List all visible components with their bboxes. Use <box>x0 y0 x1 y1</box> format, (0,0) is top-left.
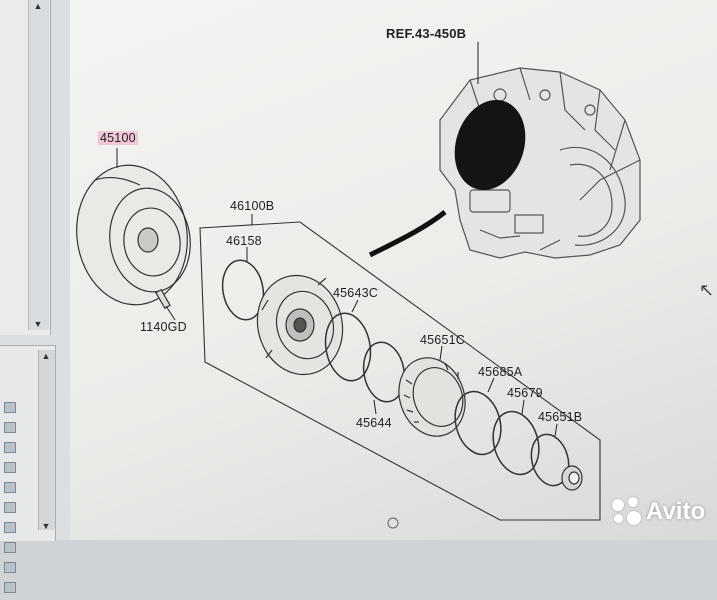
part-label-46158[interactable]: 46158 <box>226 234 262 248</box>
bell-housing-opening <box>454 100 526 190</box>
thumbnail-icon[interactable] <box>4 522 16 533</box>
seal-ring-45644 <box>362 341 406 403</box>
clutch-drum-drawing <box>398 357 466 437</box>
oil-pump-drawing <box>256 274 344 376</box>
vertical-scrollbar-top[interactable] <box>28 0 49 330</box>
ring-45679 <box>492 410 540 476</box>
thumbnail-icon[interactable] <box>4 482 16 493</box>
mouse-cursor-icon: ↖ <box>699 280 715 300</box>
scroll-down-arrow-icon[interactable]: ▼ <box>33 319 43 329</box>
scroll-up-arrow-icon[interactable]: ▲ <box>33 1 43 11</box>
thumbnail-icon[interactable] <box>4 422 16 433</box>
part-label-45651c[interactable]: 45651C <box>420 333 465 347</box>
avito-watermark: Avito <box>612 497 705 527</box>
page-marker-icon <box>387 517 399 529</box>
curved-pointer-arrow <box>368 210 447 258</box>
scroll-down-arrow-icon-2[interactable]: ▼ <box>41 521 51 531</box>
part-label-45643c[interactable]: 45643C <box>333 286 378 300</box>
part-label-45100[interactable]: 45100 <box>98 131 138 145</box>
thumbnail-icon[interactable] <box>4 462 16 473</box>
part-label-46100b[interactable]: 46100B <box>230 199 275 213</box>
vertical-scrollbar-bottom[interactable] <box>38 350 55 530</box>
exploded-parts-diagram <box>76 42 641 529</box>
thumbnail-icon[interactable] <box>4 402 16 413</box>
bushing-drawing <box>561 465 583 491</box>
ring-45651b <box>530 433 570 487</box>
part-label-45685a[interactable]: 45685A <box>478 365 523 379</box>
part-label-45644[interactable]: 45644 <box>356 416 392 430</box>
left-window-chrome: ▲ ▼ ▲ ▼ <box>0 0 70 593</box>
thumbnail-icon[interactable] <box>4 582 16 593</box>
ref-label: REF.43-450B <box>386 26 467 41</box>
o-ring-46158 <box>221 259 265 321</box>
avito-logo-icon <box>612 497 642 527</box>
scroll-up-arrow-icon-2[interactable]: ▲ <box>41 351 51 361</box>
thumbnail-icon[interactable] <box>4 502 16 513</box>
seal-ring-45643c <box>324 312 372 382</box>
torque-converter-drawing <box>76 164 191 306</box>
part-label-1140gd[interactable]: 1140GD <box>140 320 187 334</box>
kit-boundary-outline <box>199 221 601 521</box>
part-label-45679[interactable]: 45679 <box>507 386 543 400</box>
part-label-45651b[interactable]: 45651B <box>538 410 583 424</box>
thumbnail-icon[interactable] <box>4 442 16 453</box>
avito-watermark-text: Avito <box>646 498 706 525</box>
thumbnail-icon[interactable] <box>4 562 16 573</box>
thumbnail-icon[interactable] <box>4 542 16 553</box>
bolt-drawing <box>155 288 171 310</box>
